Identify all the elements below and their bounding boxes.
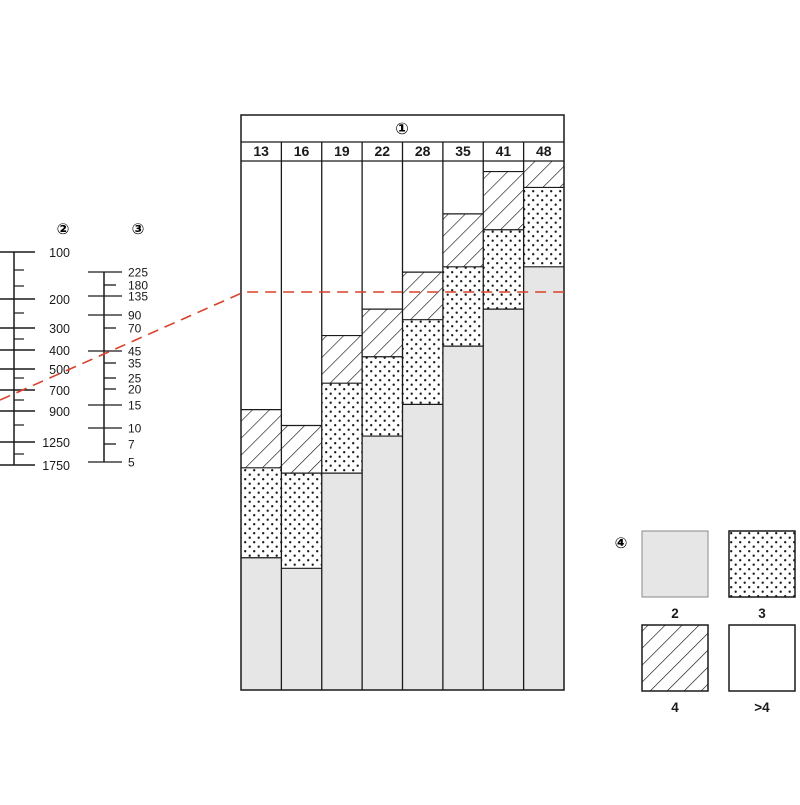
marker-two: ② bbox=[57, 221, 70, 238]
legend-item-dots: 3 bbox=[728, 530, 796, 621]
scale-left-label: 100 bbox=[49, 246, 70, 260]
segment-3 bbox=[321, 383, 363, 474]
segment-3 bbox=[362, 356, 403, 437]
segment-3 bbox=[402, 319, 443, 405]
column-48 bbox=[523, 161, 564, 690]
scale-right-label: 45 bbox=[128, 345, 142, 359]
segment-3 bbox=[442, 266, 484, 347]
column-header: 41 bbox=[496, 143, 512, 159]
column-table: ① 13 16 19 22 28 35 41 48 bbox=[240, 114, 565, 691]
legend-label: >4 bbox=[754, 700, 770, 715]
column-header: 16 bbox=[294, 143, 310, 159]
table-frame bbox=[240, 114, 565, 691]
segment-4 bbox=[281, 425, 322, 474]
scale-right-label: 225 bbox=[128, 266, 148, 280]
legend-items: 2 3 4 >4 bbox=[641, 530, 796, 715]
segment-3 bbox=[483, 229, 524, 310]
column-header: 13 bbox=[253, 143, 269, 159]
scale-left-label: 900 bbox=[49, 405, 70, 419]
column-header: 22 bbox=[375, 143, 391, 159]
segment-4 bbox=[523, 161, 564, 188]
scale-left-label: 300 bbox=[49, 322, 70, 336]
legend-label: 3 bbox=[758, 606, 766, 621]
scale-left-label: 700 bbox=[49, 384, 70, 398]
scale-right-label: 70 bbox=[128, 322, 142, 336]
scale-left: 100 200 300 400 500 700 900 1250 1750 bbox=[0, 246, 70, 473]
column-header: 28 bbox=[415, 143, 431, 159]
scale-left-label: 500 bbox=[49, 363, 70, 377]
segment-2 bbox=[402, 404, 443, 690]
column-19 bbox=[321, 161, 363, 690]
segment-2 bbox=[523, 266, 564, 690]
scale-right-label: 25 bbox=[128, 372, 142, 386]
column-41 bbox=[483, 161, 524, 690]
scale-right-label: 35 bbox=[128, 357, 142, 371]
legend-swatch bbox=[641, 530, 709, 598]
scale-right-label: 7 bbox=[128, 438, 135, 452]
segment-4 bbox=[483, 171, 524, 230]
scale-right-label: 135 bbox=[128, 290, 148, 304]
segment-2 bbox=[362, 436, 403, 690]
marker-four: ④ bbox=[615, 535, 628, 552]
segment-2 bbox=[321, 473, 363, 690]
scale-right-label: 90 bbox=[128, 309, 142, 323]
scale-left-label: 1750 bbox=[42, 459, 70, 473]
scales-group: ② ③ 100 200 300 400 500 700 900 1250 1750 225180… bbox=[0, 221, 148, 473]
legend-label: 4 bbox=[671, 700, 679, 715]
scale-right-label: 5 bbox=[128, 456, 135, 470]
scale-left-label: 1250 bbox=[42, 436, 70, 450]
column-28 bbox=[402, 161, 443, 690]
legend-swatch bbox=[641, 624, 709, 692]
column-headers: 13 16 19 22 28 35 41 48 bbox=[253, 143, 551, 159]
column-22 bbox=[362, 161, 403, 690]
column-header: 19 bbox=[334, 143, 350, 159]
legend-item-empty: >4 bbox=[728, 624, 796, 715]
scale-right-label: 20 bbox=[128, 383, 142, 397]
legend-label: 2 bbox=[671, 606, 679, 621]
legend-item-solid-gray: 2 bbox=[641, 530, 709, 621]
segment-4 bbox=[402, 272, 443, 320]
column-13 bbox=[241, 161, 282, 690]
column-header: 35 bbox=[455, 143, 471, 159]
legend-swatch bbox=[728, 530, 796, 598]
segment-3 bbox=[281, 473, 322, 569]
legend: ④ 2 3 4 >4 bbox=[615, 530, 796, 715]
segment-2 bbox=[442, 346, 484, 690]
scale-right-label: 10 bbox=[128, 422, 142, 436]
marker-one: ① bbox=[395, 121, 409, 138]
segment-4 bbox=[241, 409, 282, 468]
column-header: 48 bbox=[536, 143, 552, 159]
segment-4 bbox=[362, 309, 403, 357]
scale-left-label: 400 bbox=[49, 344, 70, 358]
legend-item-hatch: 4 bbox=[641, 624, 709, 715]
segment-3 bbox=[523, 187, 564, 267]
marker-three: ③ bbox=[132, 221, 145, 238]
segment-4 bbox=[321, 335, 363, 384]
legend-swatch bbox=[728, 624, 796, 692]
segment-3 bbox=[241, 467, 282, 558]
column-16 bbox=[281, 161, 322, 690]
scale-left-label: 200 bbox=[49, 293, 70, 307]
scale-right-label: 15 bbox=[128, 399, 142, 413]
segment-2 bbox=[281, 568, 322, 690]
segment-4 bbox=[442, 213, 484, 267]
segment-2 bbox=[241, 557, 282, 690]
column-35 bbox=[442, 161, 484, 690]
segment-2 bbox=[483, 309, 524, 690]
scale-right-label: 180 bbox=[128, 279, 148, 293]
columns-group bbox=[241, 161, 564, 690]
